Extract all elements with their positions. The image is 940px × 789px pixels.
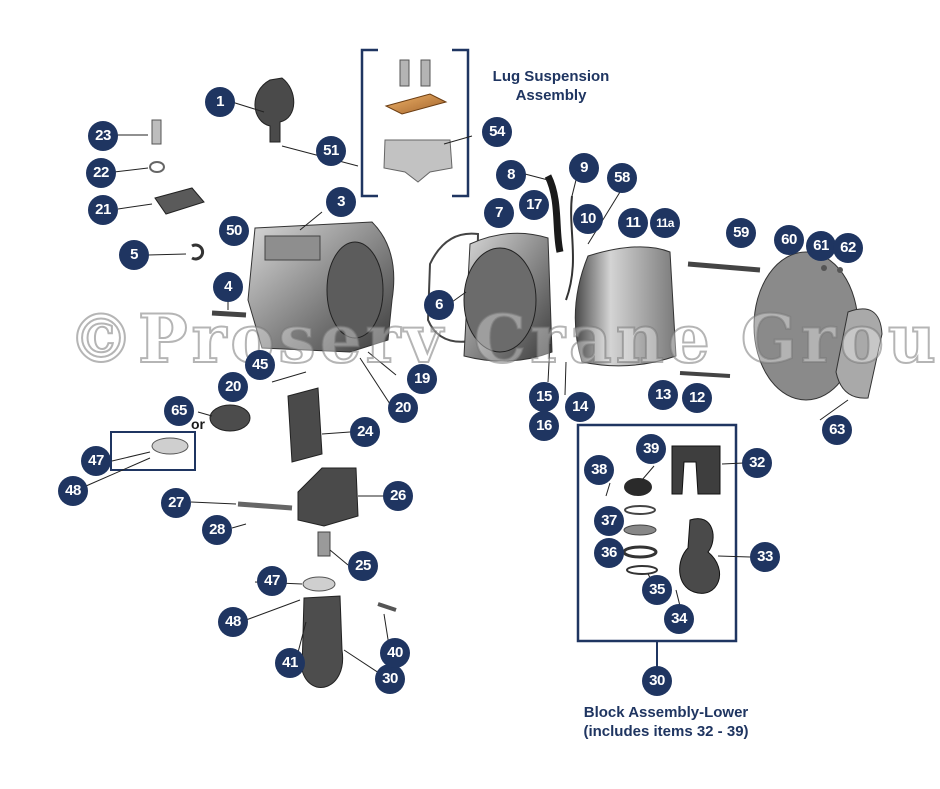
- callout-24: 24: [350, 417, 380, 447]
- cap-part: [835, 308, 883, 399]
- callout-26: 26: [383, 481, 413, 511]
- nut-65-part: [209, 404, 251, 432]
- callout-8: 8: [496, 160, 526, 190]
- callout-25: 25: [348, 551, 378, 581]
- callout-11a: 11a: [650, 208, 680, 238]
- housing-26-part: [297, 467, 359, 527]
- callout-7: 7: [484, 198, 514, 228]
- callout-28: 28: [202, 515, 232, 545]
- callout-36: 36: [594, 538, 624, 568]
- plate-21-part: [154, 187, 205, 215]
- callout-3: 3: [326, 187, 356, 217]
- callout-39: 39: [636, 434, 666, 464]
- callout-45: 45: [245, 350, 275, 380]
- callout-62: 62: [833, 233, 863, 263]
- block-32-part: [671, 445, 721, 495]
- lug-suspension-label: Lug Suspension Assembly: [492, 68, 610, 104]
- bolt-23-part: [151, 119, 162, 145]
- callout-1: 1: [205, 87, 235, 117]
- callout-48-hook: 48: [218, 607, 248, 637]
- callout-22: 22: [86, 158, 116, 188]
- callout-51: 51: [316, 136, 346, 166]
- callout-50: 50: [219, 216, 249, 246]
- callout-14: 14: [565, 392, 595, 422]
- bearing-47-part: [302, 576, 336, 592]
- washer-22-part: [149, 161, 165, 173]
- motor-cover-part: [574, 246, 677, 367]
- callout-54: 54: [482, 117, 512, 147]
- callout-40: 40: [380, 638, 410, 668]
- callout-20-left: 20: [218, 372, 248, 402]
- ring-5-part: [191, 243, 205, 261]
- callout-12: 12: [682, 383, 712, 413]
- callout-4: 4: [213, 272, 243, 302]
- callout-16: 16: [529, 411, 559, 441]
- callout-9: 9: [569, 153, 599, 183]
- block-hook-33-part: [679, 518, 720, 594]
- lug-body-part: [383, 139, 453, 183]
- block-assembly-label: Block Assembly-Lower (includes items 32 …: [583, 704, 749, 740]
- callout-5: 5: [119, 240, 149, 270]
- callout-6: 6: [424, 290, 454, 320]
- callout-35: 35: [642, 575, 672, 605]
- callout-48-option: 48: [58, 476, 88, 506]
- callout-47-option: 47: [81, 446, 111, 476]
- option-frame: [110, 431, 196, 471]
- watermark-text: ©Proserv Crane Group: [67, 299, 940, 379]
- callout-61: 61: [806, 231, 836, 261]
- callout-60: 60: [774, 225, 804, 255]
- callout-41: 41: [275, 648, 305, 678]
- rod-part: [687, 261, 761, 273]
- callout-59: 59: [726, 218, 756, 248]
- hook-block-24-part: [287, 387, 323, 463]
- callout-17: 17: [519, 190, 549, 220]
- callout-65: 65: [164, 396, 194, 426]
- top-hook-part: [254, 77, 295, 143]
- callout-23: 23: [88, 121, 118, 151]
- wire-part: [565, 195, 574, 301]
- or-text: or: [191, 416, 205, 432]
- callout-32: 32: [742, 448, 772, 478]
- callout-27: 27: [161, 488, 191, 518]
- callout-47-hook: 47: [257, 566, 287, 596]
- callout-30-block: 30: [642, 666, 672, 696]
- callout-34: 34: [664, 604, 694, 634]
- lug-suspension-frame: [360, 48, 470, 198]
- callout-38: 38: [584, 455, 614, 485]
- callout-19: 19: [407, 364, 437, 394]
- callout-15: 15: [529, 382, 559, 412]
- cable-part: [544, 174, 564, 253]
- callout-21: 21: [88, 195, 118, 225]
- callout-58: 58: [607, 163, 637, 193]
- callout-33: 33: [750, 542, 780, 572]
- lug-plate-part: [384, 93, 448, 115]
- callout-11: 11: [618, 208, 648, 238]
- callout-13: 13: [648, 380, 678, 410]
- callout-30-hook: 30: [375, 664, 405, 694]
- callout-37: 37: [594, 506, 624, 536]
- lug-bolts-part: [399, 59, 431, 87]
- lower-hook-part: [301, 595, 344, 688]
- callout-10: 10: [573, 204, 603, 234]
- callout-63: 63: [822, 415, 852, 445]
- bearing-option-part: [151, 437, 189, 455]
- callout-20-right: 20: [388, 393, 418, 423]
